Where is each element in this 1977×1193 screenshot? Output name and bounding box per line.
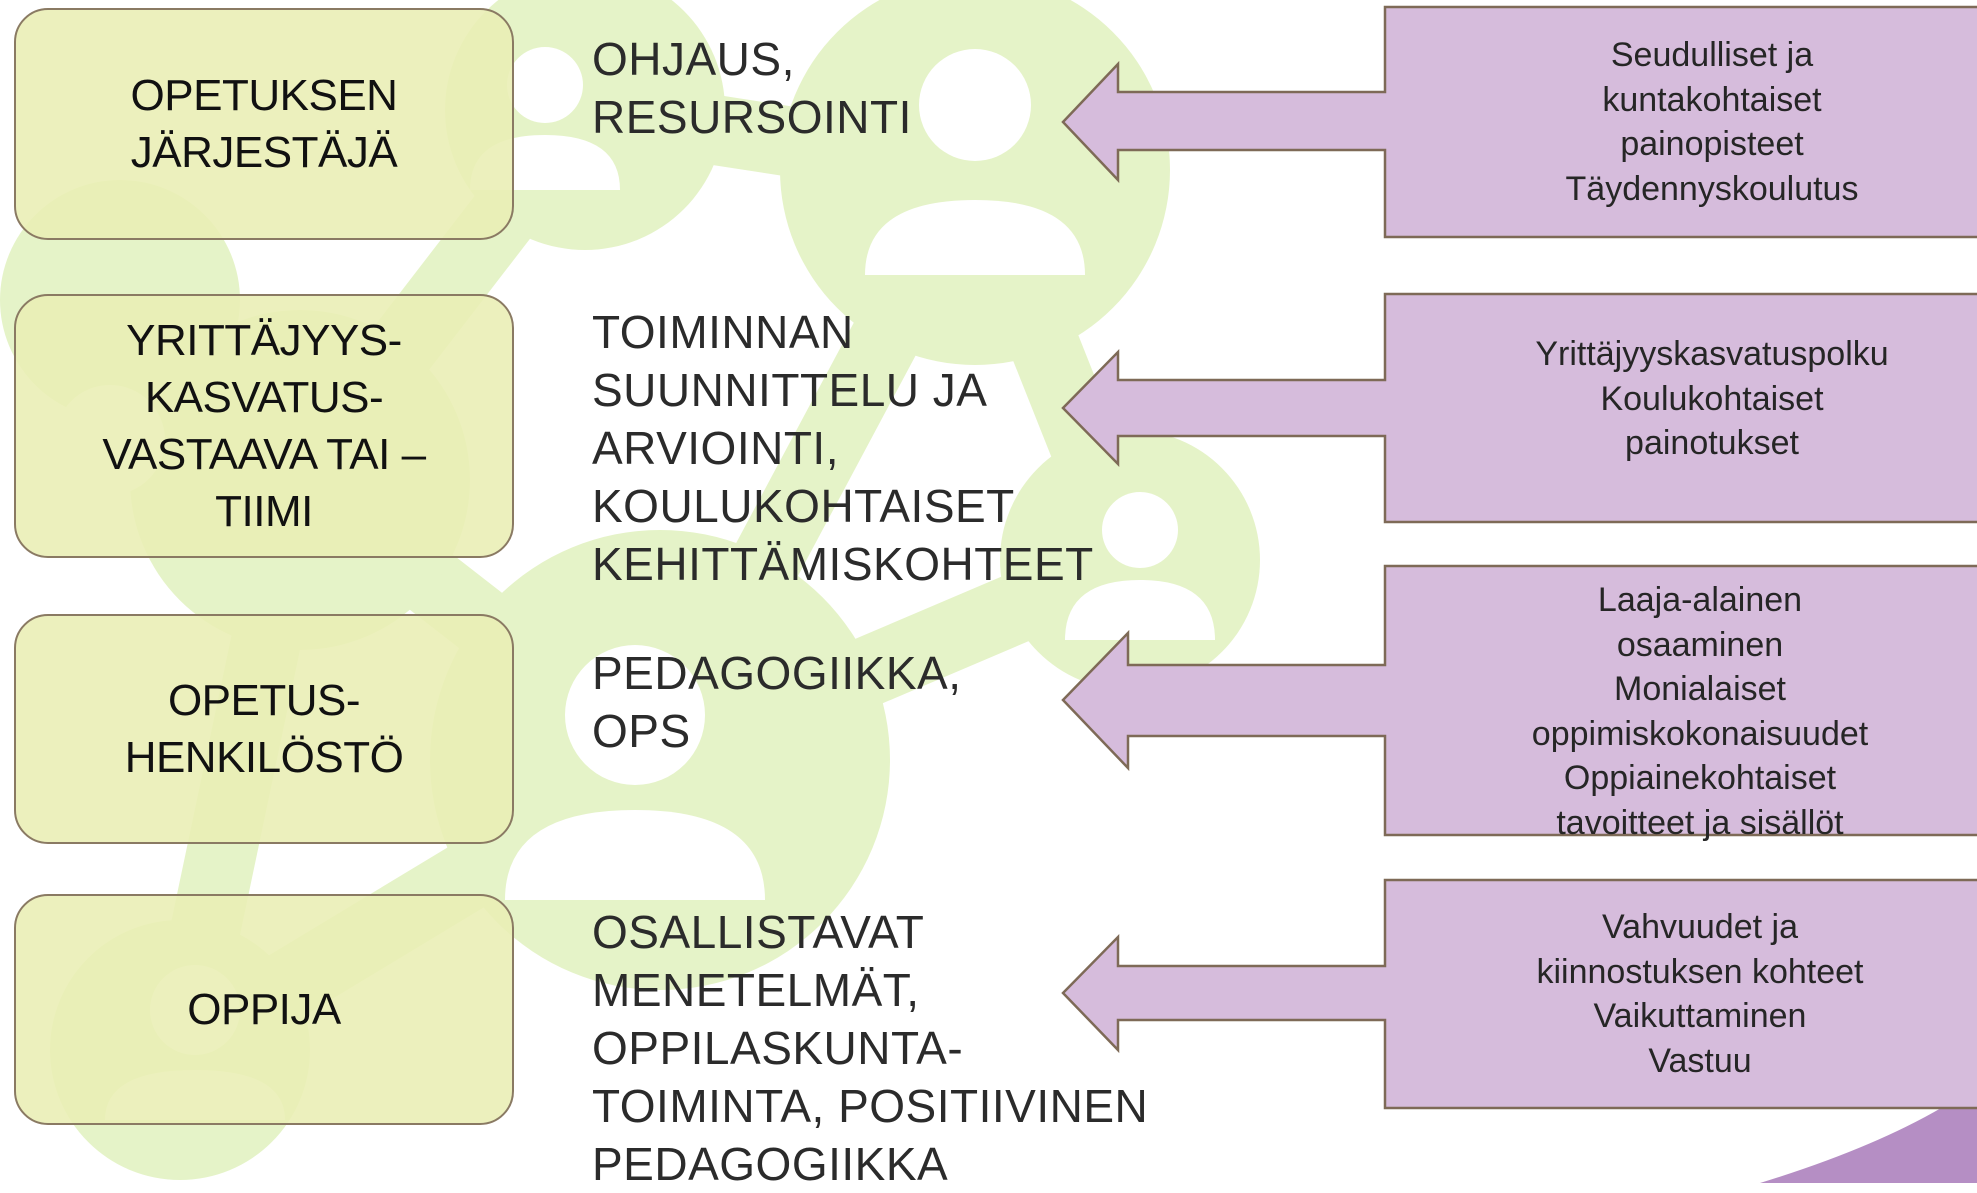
input-painopisteet: Seudulliset ja kuntakohtaiset painopiste… <box>1565 36 1859 208</box>
callout-arrow-osaaminen <box>1061 564 1977 837</box>
role-label: OPETUKSEN JÄRJESTÄJÄ <box>130 71 398 177</box>
person-icon <box>865 200 1085 275</box>
input-osaaminen: Laaja-alainen osaaminen Monialaiset oppi… <box>1531 581 1869 842</box>
callout-arrow-polku <box>1061 292 1977 524</box>
role-label: OPETUS- HENKILÖSTÖ <box>124 676 404 782</box>
role-box-jarjestaja: OPETUKSEN JÄRJESTÄJÄ <box>14 8 514 240</box>
person-icon <box>1065 580 1215 640</box>
focus-area-menetelmat: OSALLISTAVAT MENETELMÄT, OPPILASKUNTA- T… <box>592 906 1149 1190</box>
role-label: YRITTÄJYYS- KASVATUS- VASTAAVA TAI – TII… <box>102 316 426 536</box>
focus-area-ohjaus: OHJAUS, RESURSOINTI <box>592 33 912 143</box>
role-box-oppija: OPPIJA <box>14 894 514 1125</box>
role-label: OPPIJA <box>187 985 341 1034</box>
input-vahvuudet: Vahvuudet ja kiinnostuksen kohteet Vaiku… <box>1536 908 1864 1080</box>
input-polku: Yrittäjyyskasvatuspolku Koulukohtaiset p… <box>1535 335 1889 462</box>
callout-arrow-painopisteet <box>1061 5 1977 239</box>
callout-arrow-vahvuudet <box>1061 878 1977 1110</box>
focus-area-pedagogiikka: PEDAGOGIIKKA, OPS <box>592 647 962 757</box>
person-icon <box>505 810 765 900</box>
corner-accent-shape <box>1760 1085 1977 1183</box>
focus-area-suunnittelu: TOIMINNAN SUUNNITTELU JA ARVIOINTI, KOUL… <box>592 306 1094 590</box>
person-icon <box>919 49 1031 161</box>
role-box-vastaava: YRITTÄJYYS- KASVATUS- VASTAAVA TAI – TII… <box>14 294 514 558</box>
person-icon <box>1102 492 1178 568</box>
person-icon <box>565 645 705 785</box>
role-box-henkilosto: OPETUS- HENKILÖSTÖ <box>14 614 514 844</box>
person-icon <box>507 47 583 123</box>
